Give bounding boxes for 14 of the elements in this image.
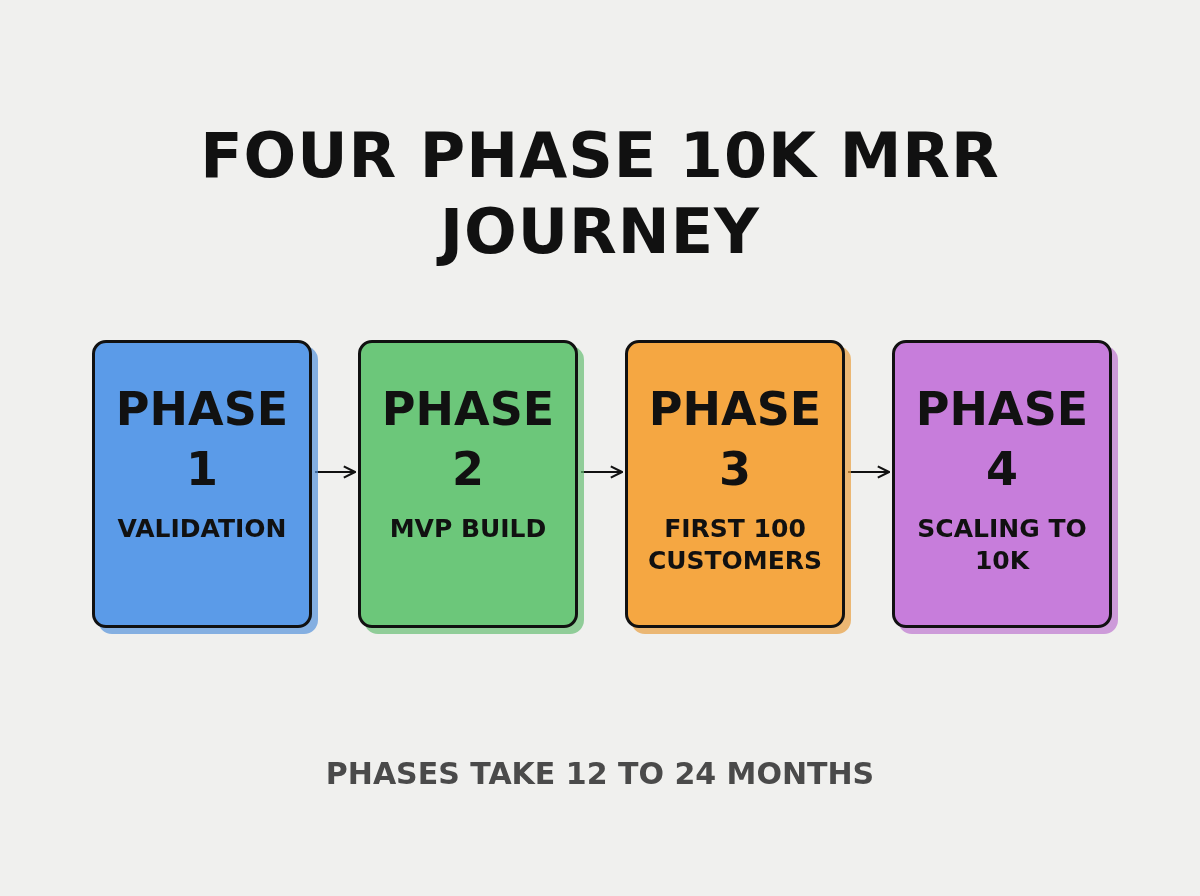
title: FOUR PHASE 10K MRR JOURNEY — [200, 118, 1000, 270]
phase-label: MVP BUILD — [388, 513, 548, 545]
caption: PHASES TAKE 12 TO 24 MONTHS — [324, 756, 876, 791]
phase-card — [625, 340, 845, 628]
phase-heading: PHASE 1 — [115, 381, 289, 498]
phase-heading: PHASE 3 — [648, 381, 822, 498]
phase-label: FIRST 100 CUSTOMERS — [646, 513, 824, 577]
phase-heading: PHASE 4 — [915, 381, 1089, 498]
phase-card — [892, 340, 1112, 628]
phase-card — [92, 340, 312, 628]
phase-heading: PHASE 2 — [381, 381, 555, 498]
phase-label: VALIDATION — [116, 513, 288, 545]
phase-label: SCALING TO 10K — [916, 513, 1088, 577]
phase-card — [358, 340, 578, 628]
